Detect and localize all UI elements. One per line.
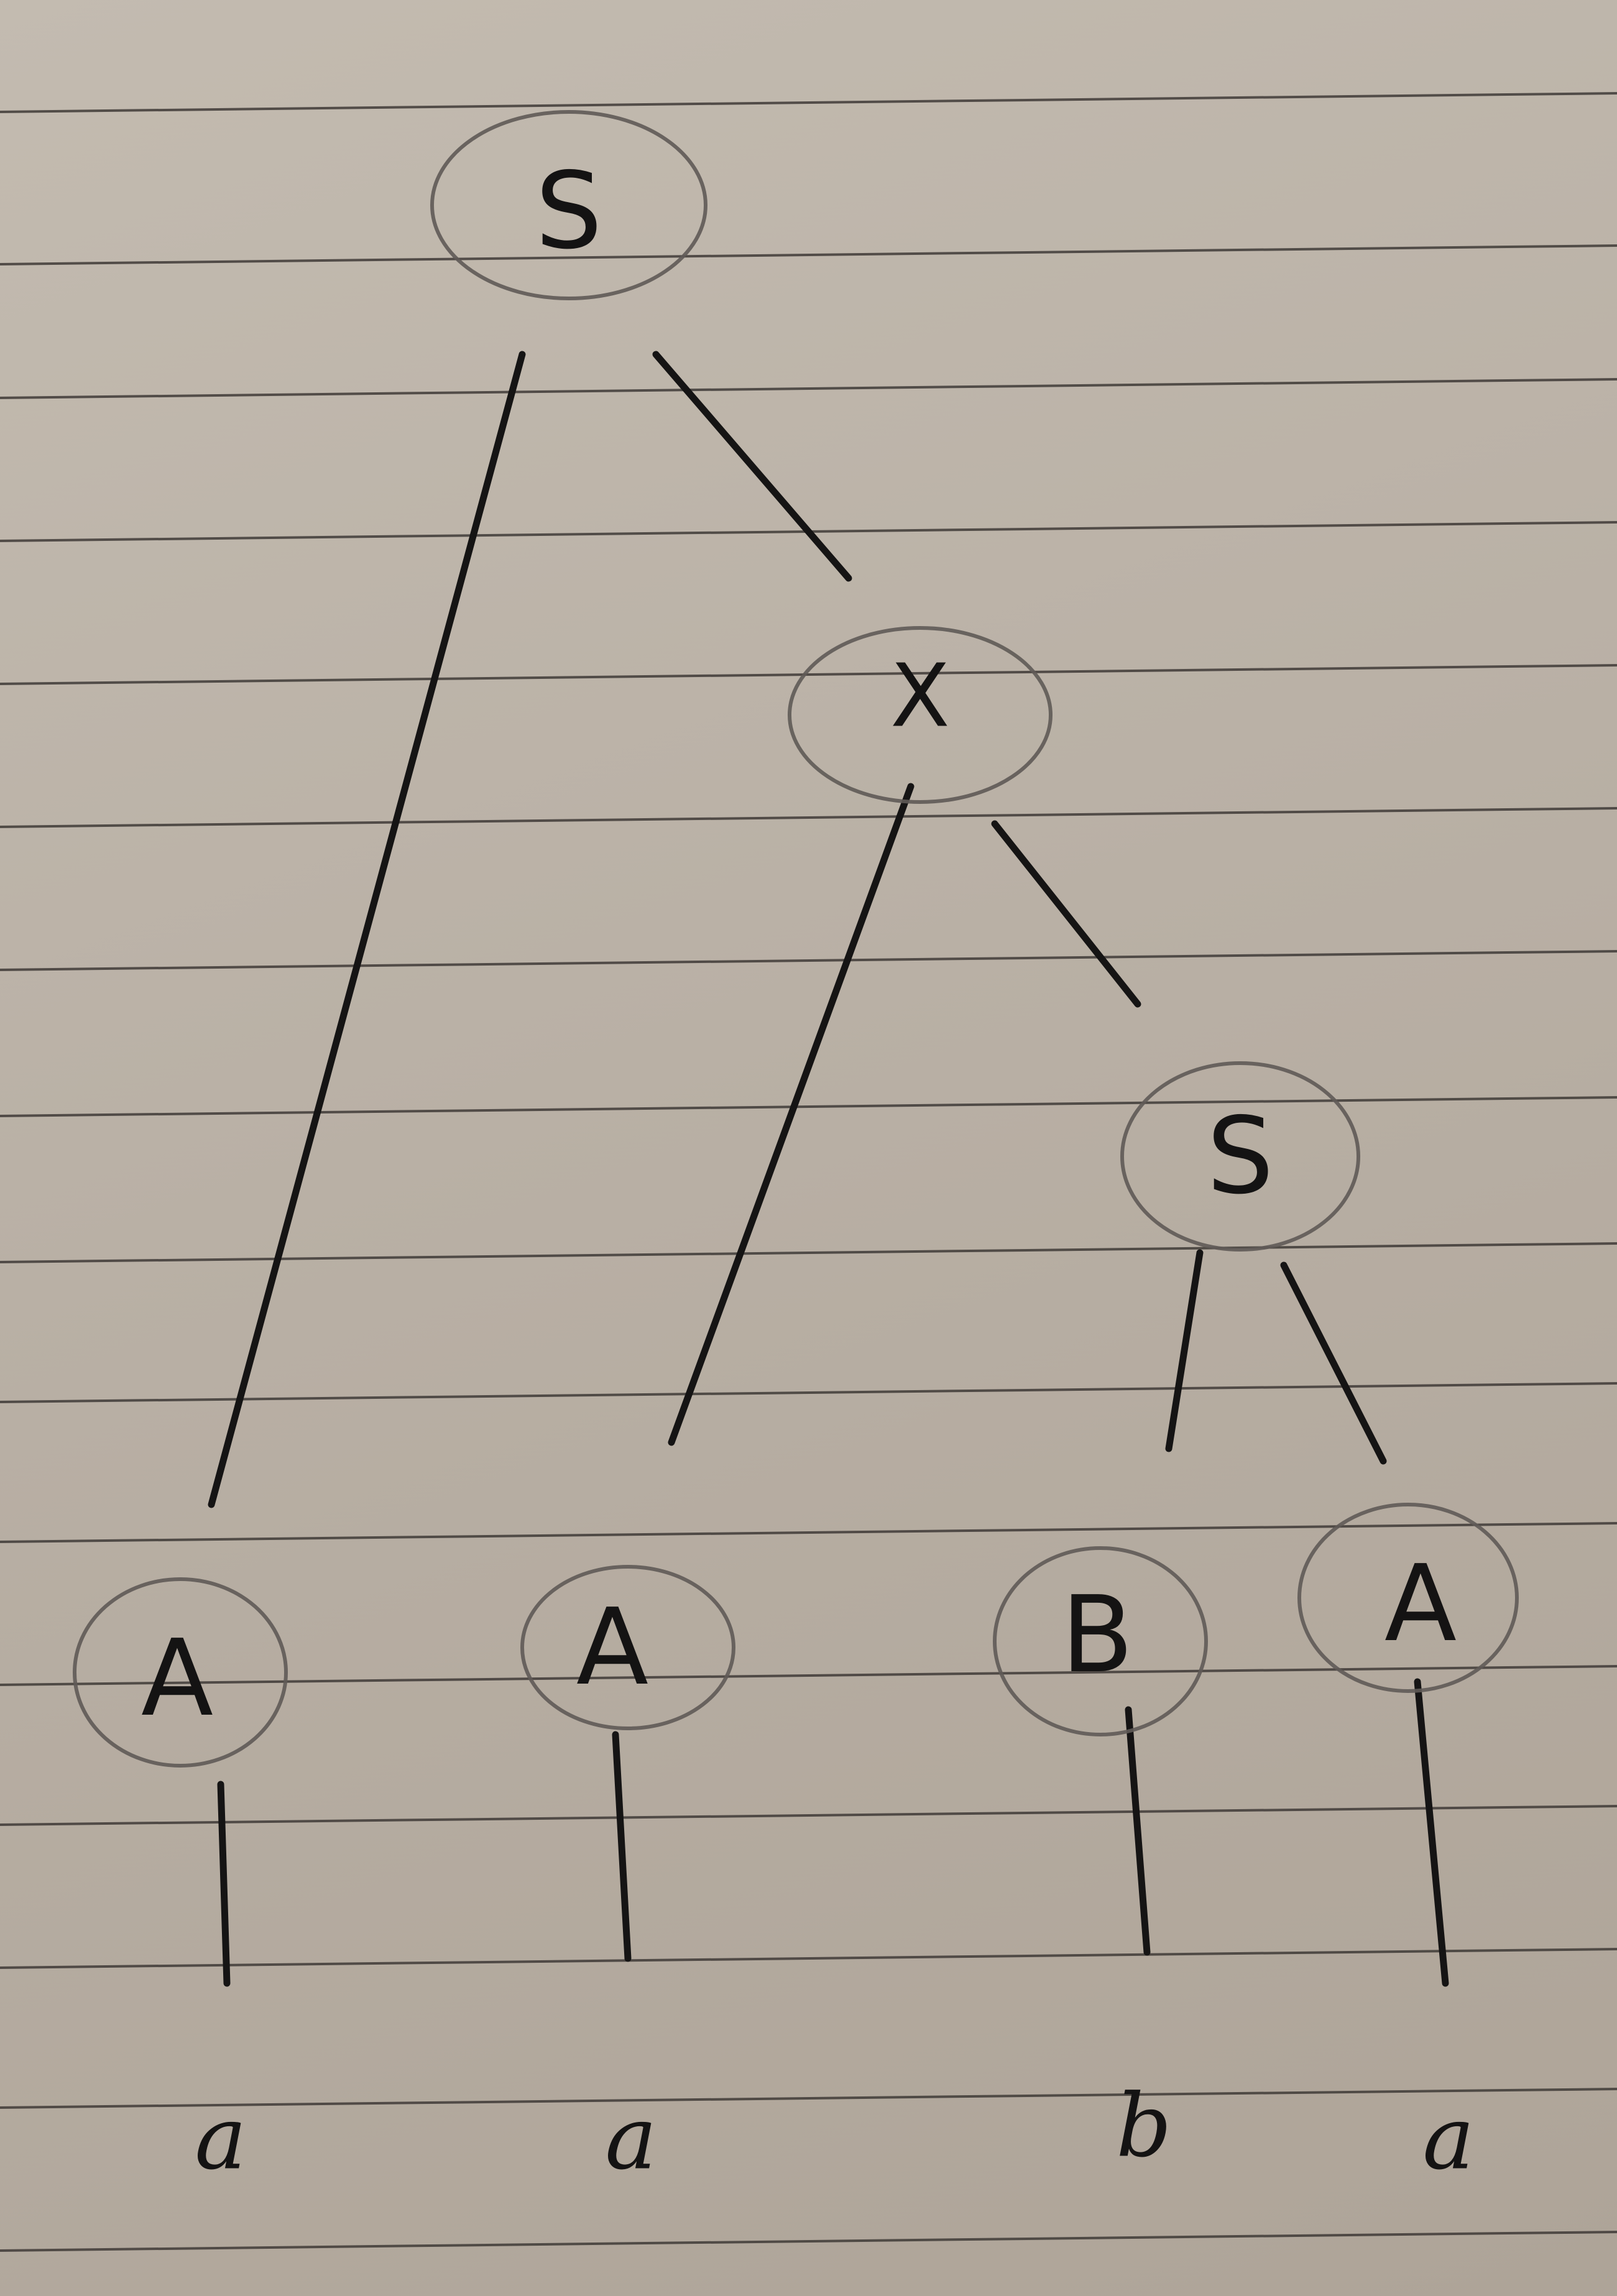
edge-n-s-inner-to-n-b: [1165, 1249, 1204, 1452]
node-a1: A: [73, 1577, 288, 1768]
ruled-line: [0, 1805, 1617, 1826]
node-x: X: [788, 626, 1053, 804]
tree-leaves: a a b a: [195, 2076, 1474, 2190]
edge-n-s-root-to-n-a1: [208, 351, 526, 1508]
node-label: S: [535, 150, 602, 273]
ruled-lines: [0, 92, 1617, 2252]
ruled-line: [0, 92, 1617, 113]
edge-n-a2-to-leaf-2: [612, 1731, 632, 1962]
node-label: A: [141, 1617, 213, 1740]
ruled-line: [0, 664, 1617, 685]
tree-edges: [208, 351, 1449, 1987]
ruled-line: [0, 1948, 1617, 1969]
edge-n-a1-to-leaf-1: [217, 1781, 231, 1987]
node-a2: A: [520, 1565, 735, 1730]
node-label: A: [1384, 1542, 1457, 1666]
edge-n-b-to-leaf-3: [1125, 1706, 1151, 1956]
node-circle: [993, 1546, 1208, 1736]
node-label: X: [890, 646, 950, 747]
ruled-line: [0, 1522, 1617, 1543]
node-circle: [1297, 1503, 1519, 1693]
ruled-line: [0, 807, 1617, 828]
node-circle: [788, 626, 1053, 804]
ruled-line: [0, 950, 1617, 971]
node-b: B: [993, 1546, 1208, 1736]
edge-n-x-to-n-s-inner: [991, 820, 1141, 1008]
edge-n-x-to-n-a2: [668, 783, 914, 1446]
ruled-line: [0, 1242, 1617, 1263]
edge-n-s-root-to-n-x: [652, 351, 852, 582]
edge-n-s-inner-to-n-a3: [1280, 1261, 1387, 1465]
edge-n-a3-to-leaf-4: [1414, 1678, 1449, 1987]
node-circle: [430, 110, 707, 300]
ruled-line: [0, 244, 1617, 265]
node-label: S: [1207, 1095, 1274, 1218]
ruled-line: [0, 2088, 1617, 2109]
node-circle: [1120, 1061, 1360, 1252]
ruled-line: [0, 1096, 1617, 1117]
node-circle: [73, 1577, 288, 1768]
node-s-inner: S: [1120, 1061, 1360, 1252]
node-circle: [520, 1565, 735, 1730]
leaf-label-1: a: [195, 2088, 246, 2190]
node-a3: A: [1297, 1503, 1519, 1693]
ruled-line: [0, 2231, 1617, 2252]
node-label: B: [1061, 1574, 1134, 1697]
leaf-label-2: a: [605, 2088, 656, 2190]
leaf-label-3: b: [1116, 2076, 1172, 2177]
ruled-line: [0, 378, 1617, 399]
leaf-label-4: a: [1422, 2088, 1474, 2190]
ruled-line: [0, 1665, 1617, 1686]
tree-nodes: S X S A A B A: [73, 110, 1519, 1768]
node-label: A: [576, 1586, 648, 1709]
node-s-root: S: [430, 110, 707, 300]
